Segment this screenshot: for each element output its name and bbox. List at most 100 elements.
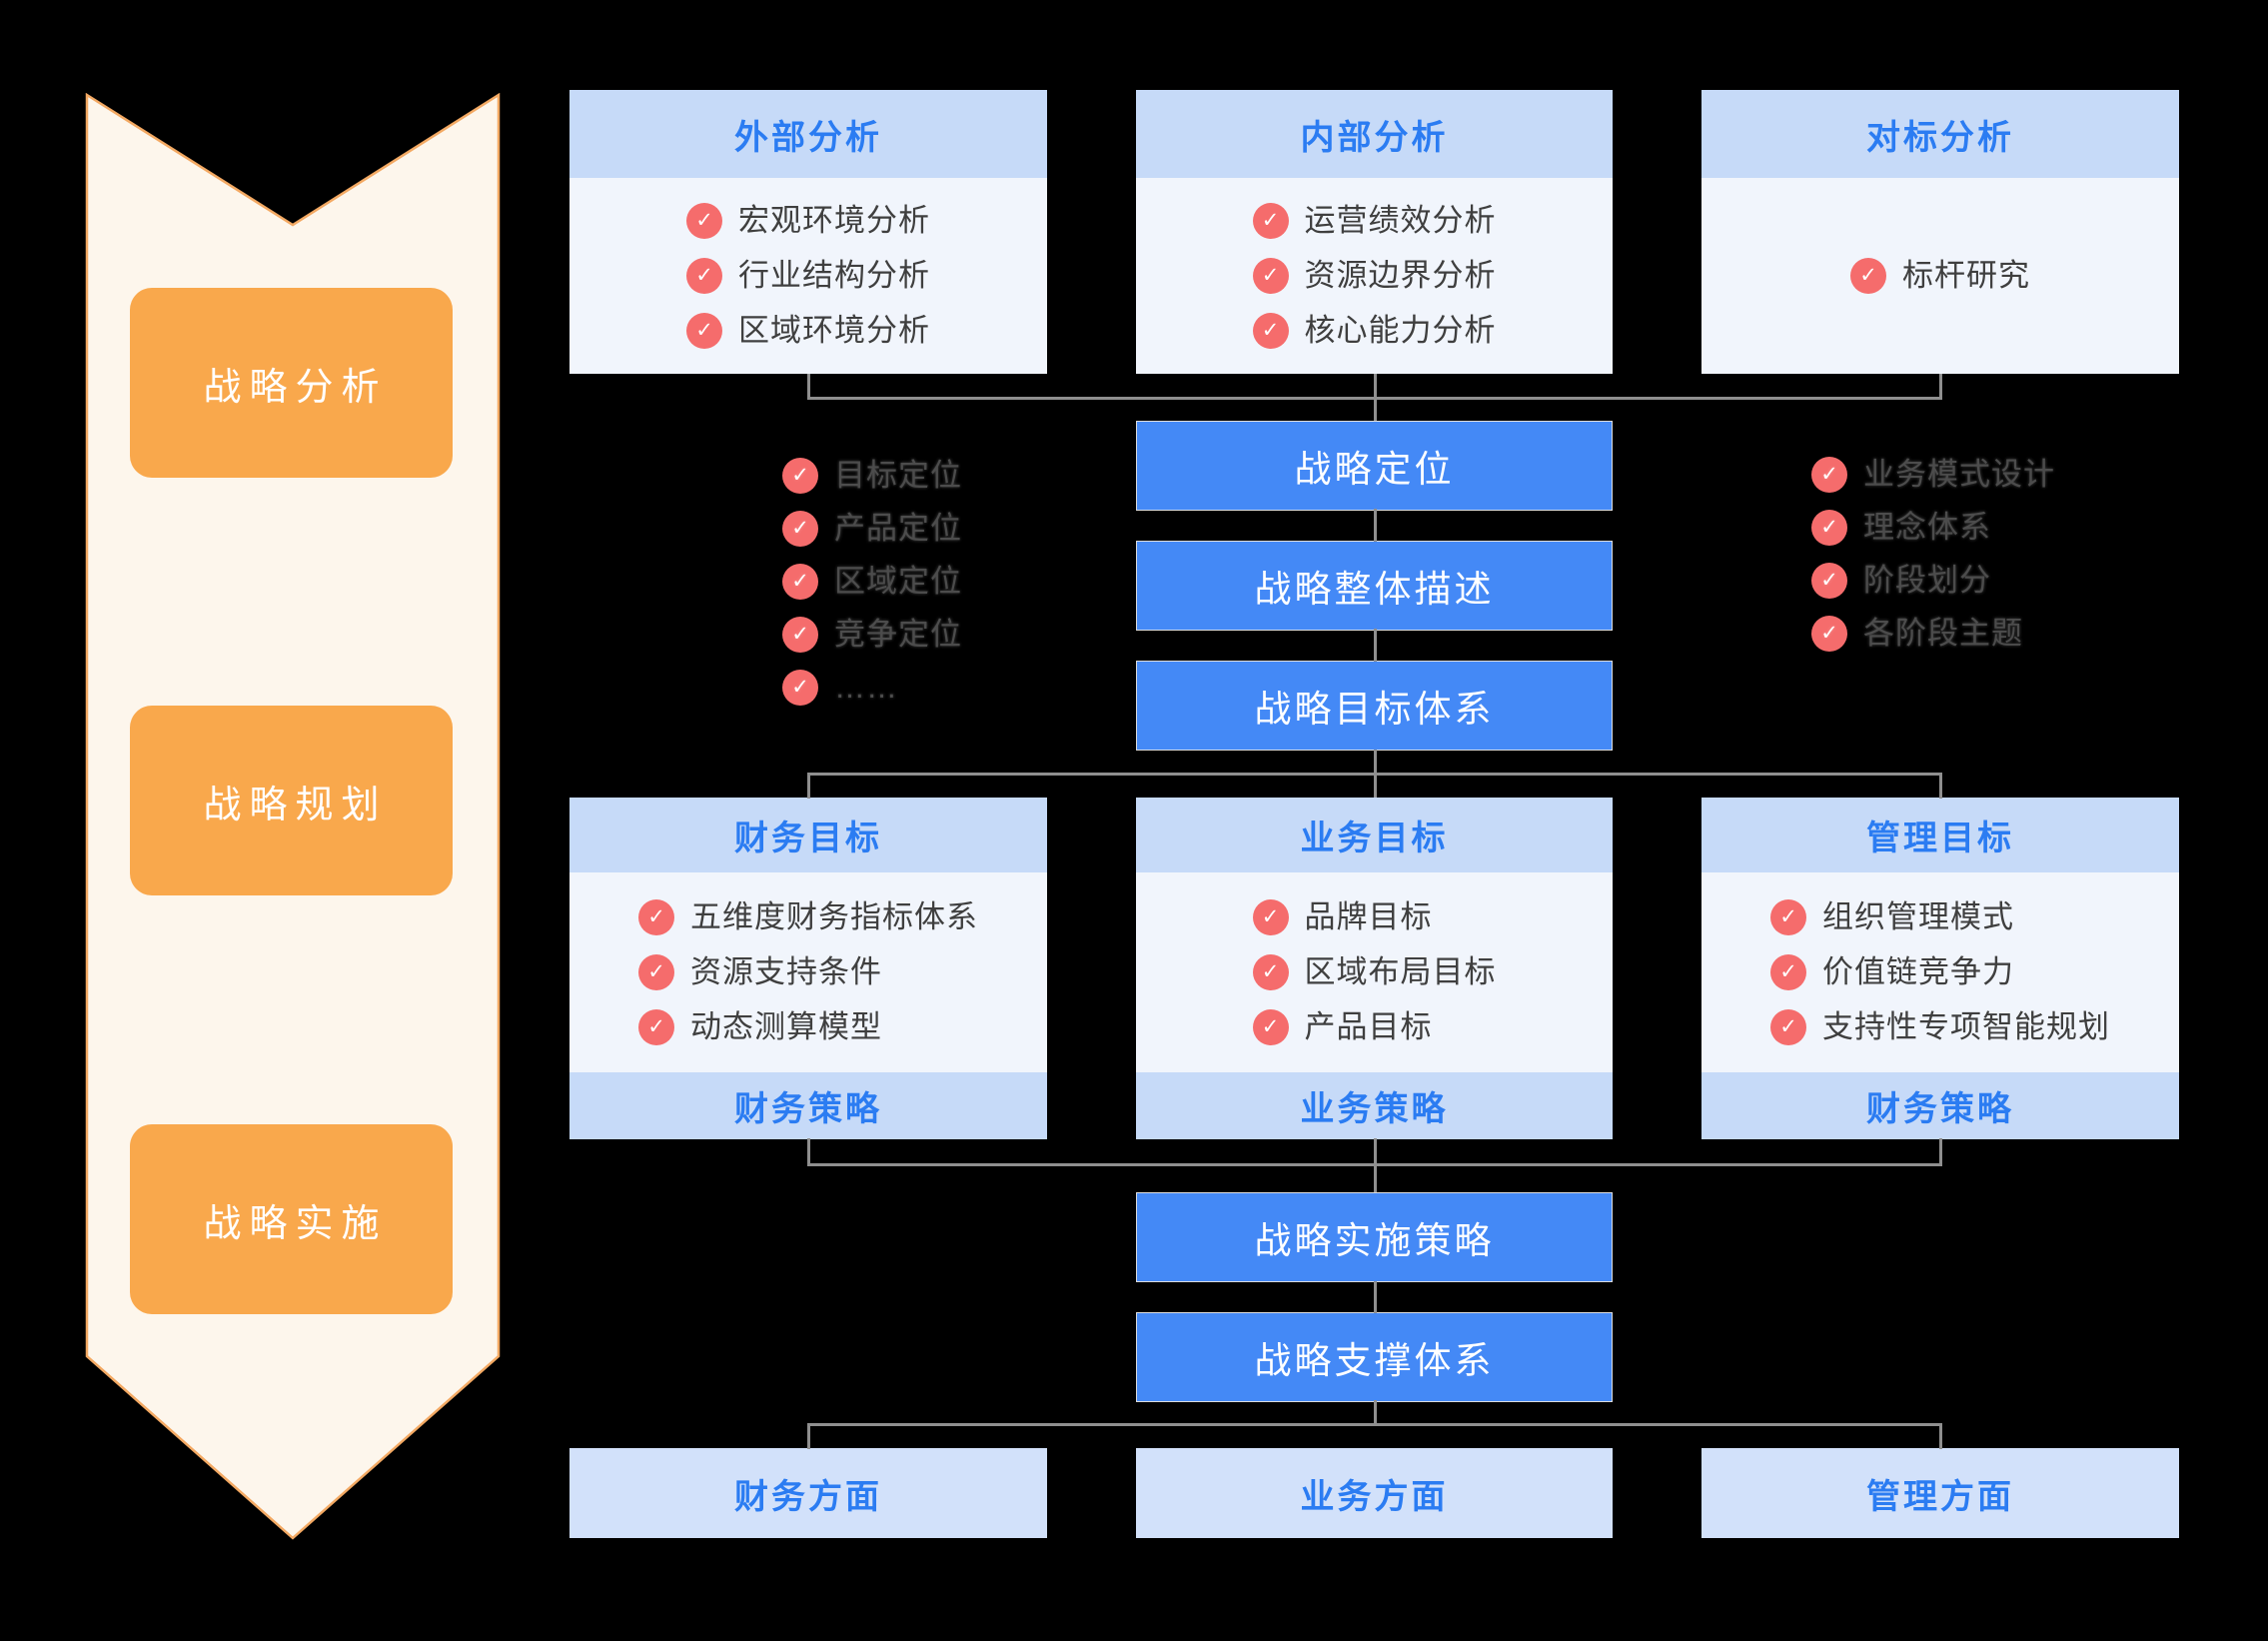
check-icon: ✓: [686, 313, 722, 349]
checklist-item-label: 区域布局目标: [1304, 954, 1497, 989]
stage-label: 战略实施: [203, 1202, 388, 1245]
connector-line: [1374, 374, 1377, 421]
panel-financial-goals: 财务目标 ✓ 五维度财务指标体系 ✓ 资源支持条件 ✓ 动态测算模型 财务策略: [569, 798, 1047, 1139]
check-icon: ✓: [782, 617, 818, 653]
check-icon: ✓: [1770, 954, 1806, 990]
box-label: 战略支撑体系: [1254, 1340, 1495, 1381]
checklist-item: ✓ 区域布局目标: [1252, 954, 1497, 990]
checklist-item: ✓ 运营绩效分析: [1252, 203, 1497, 239]
checklist-item: ✓ 支持性专项智能规划: [1770, 1009, 2110, 1045]
panel-title: 内部分析: [1136, 90, 1613, 178]
panel-title: 财务目标: [569, 798, 1047, 872]
checklist-item-label: 运营绩效分析: [1304, 203, 1497, 238]
checklist-item-label: 阶段划分: [1863, 563, 1991, 598]
checklist-item: ✓ 竞争定位: [782, 617, 962, 653]
panel-body: ✓ 标杆研究: [1701, 178, 2179, 374]
check-icon: ✓: [1811, 616, 1847, 652]
checklist-item-label: 核心能力分析: [1304, 313, 1497, 348]
panel-internal-analysis: 内部分析 ✓ 运营绩效分析 ✓ 资源边界分析 ✓ 核心能力分析: [1136, 90, 1613, 374]
positioning-right-list: ✓ 业务模式设计 ✓ 理念体系 ✓ 阶段划分 ✓ 各阶段主题: [1811, 457, 2055, 652]
check-icon: ✓: [1770, 899, 1806, 935]
checklist-item-label: 竞争定位: [834, 617, 962, 652]
panel-body: ✓ 组织管理模式 ✓ 价值链竞争力 ✓ 支持性专项智能规划: [1701, 872, 2179, 1072]
checklist-item-label: 理念体系: [1863, 510, 1991, 545]
checklist-item: ✓ 理念体系: [1811, 510, 2055, 546]
checklist-item-label: 各阶段主题: [1863, 616, 2023, 651]
check-icon: ✓: [1811, 457, 1847, 493]
check-icon: ✓: [638, 954, 674, 990]
panel-body: ✓ 运营绩效分析 ✓ 资源边界分析 ✓ 核心能力分析: [1136, 178, 1613, 374]
stage-box-planning: 战略规划: [130, 706, 453, 895]
check-icon: ✓: [782, 511, 818, 547]
checklist-item: ✓ 五维度财务指标体系: [638, 899, 978, 935]
checklist-item: ✓ 目标定位: [782, 458, 962, 494]
box-financial-aspect: 财务方面: [569, 1448, 1047, 1538]
stage-box-analysis: 战略分析: [130, 288, 453, 478]
checklist-item-label: 支持性专项智能规划: [1822, 1009, 2110, 1044]
box-strategy-overall-description: 战略整体描述: [1136, 541, 1613, 631]
panel-title: 对标分析: [1701, 90, 2179, 178]
check-icon: ✓: [1252, 258, 1289, 294]
panel-footer: 财务策略: [569, 1072, 1047, 1139]
check-icon: ✓: [1252, 203, 1289, 239]
connector-line: [1939, 374, 1942, 400]
panel-business-goals: 业务目标 ✓ 品牌目标 ✓ 区域布局目标 ✓ 产品目标 业务策略: [1136, 798, 1613, 1139]
checklist-item: ✓ 组织管理模式: [1770, 899, 2110, 935]
check-icon: ✓: [686, 203, 722, 239]
checklist-item: ✓ 资源边界分析: [1252, 258, 1497, 294]
checklist-item: ✓ 区域定位: [782, 564, 962, 600]
connector-line: [807, 1423, 810, 1449]
check-icon: ✓: [686, 258, 722, 294]
check-icon: ✓: [782, 564, 818, 600]
connector-line: [807, 374, 810, 400]
panel-body: ✓ 五维度财务指标体系 ✓ 资源支持条件 ✓ 动态测算模型: [569, 872, 1047, 1072]
box-label: 战略整体描述: [1254, 569, 1495, 610]
box-label: 财务方面: [734, 1477, 882, 1516]
box-support-system: 战略支撑体系: [1136, 1312, 1613, 1402]
check-icon: ✓: [1850, 258, 1886, 294]
check-icon: ✓: [638, 1009, 674, 1045]
box-management-aspect: 管理方面: [1701, 1448, 2179, 1538]
checklist-item: ✓ 核心能力分析: [1252, 313, 1497, 349]
panel-benchmark-analysis: 对标分析 ✓ 标杆研究: [1701, 90, 2179, 374]
checklist-item-label: ……: [834, 670, 898, 705]
checklist-item-label: 区域定位: [834, 564, 962, 599]
stage-label: 战略规划: [203, 784, 388, 826]
checklist-item-label: 资源边界分析: [1304, 258, 1497, 293]
connector-line: [1374, 1281, 1377, 1313]
checklist-item-label: 产品定位: [834, 511, 962, 546]
checklist-item-label: 行业结构分析: [738, 258, 930, 293]
checklist-item: ✓ 宏观环境分析: [686, 203, 930, 239]
checklist-item: ✓ 资源支持条件: [638, 954, 978, 990]
checklist-item: ✓ 产品目标: [1252, 1009, 1497, 1045]
checklist-item: ✓ 各阶段主题: [1811, 616, 2055, 652]
checklist-item: ✓ 标杆研究: [1850, 258, 2030, 294]
check-icon: ✓: [1252, 954, 1289, 990]
panel-footer: 业务策略: [1136, 1072, 1613, 1139]
check-icon: ✓: [782, 458, 818, 494]
panel-body: ✓ 品牌目标 ✓ 区域布局目标 ✓ 产品目标: [1136, 872, 1613, 1072]
connector-line: [1374, 1400, 1377, 1426]
box-strategic-positioning: 战略定位: [1136, 421, 1613, 511]
checklist-item-label: 动态测算模型: [690, 1009, 882, 1044]
connector-line: [1374, 1138, 1377, 1192]
checklist-item: ✓ 区域环境分析: [686, 313, 930, 349]
checklist-item: ✓ 品牌目标: [1252, 899, 1497, 935]
box-implementation-strategy: 战略实施策略: [1136, 1192, 1613, 1282]
connector-line: [807, 1423, 1942, 1426]
panel-management-goals: 管理目标 ✓ 组织管理模式 ✓ 价值链竞争力 ✓ 支持性专项智能规划 财务策略: [1701, 798, 2179, 1139]
checklist-item-label: 宏观环境分析: [738, 203, 930, 238]
stage-label: 战略分析: [203, 366, 388, 409]
check-icon: ✓: [782, 670, 818, 706]
checklist-item-label: 组织管理模式: [1822, 899, 2014, 934]
check-icon: ✓: [1252, 313, 1289, 349]
positioning-left-list: ✓ 目标定位 ✓ 产品定位 ✓ 区域定位 ✓ 竞争定位 ✓ ……: [782, 458, 962, 706]
checklist-item: ✓ 价值链竞争力: [1770, 954, 2110, 990]
panel-title: 业务目标: [1136, 798, 1613, 872]
checklist-item-label: 资源支持条件: [690, 954, 882, 989]
connector-line: [1939, 773, 1942, 799]
checklist-item: ✓ 产品定位: [782, 511, 962, 547]
checklist-item-label: 目标定位: [834, 458, 962, 493]
panel-body: ✓ 宏观环境分析 ✓ 行业结构分析 ✓ 区域环境分析: [569, 178, 1047, 374]
check-icon: ✓: [1252, 899, 1289, 935]
